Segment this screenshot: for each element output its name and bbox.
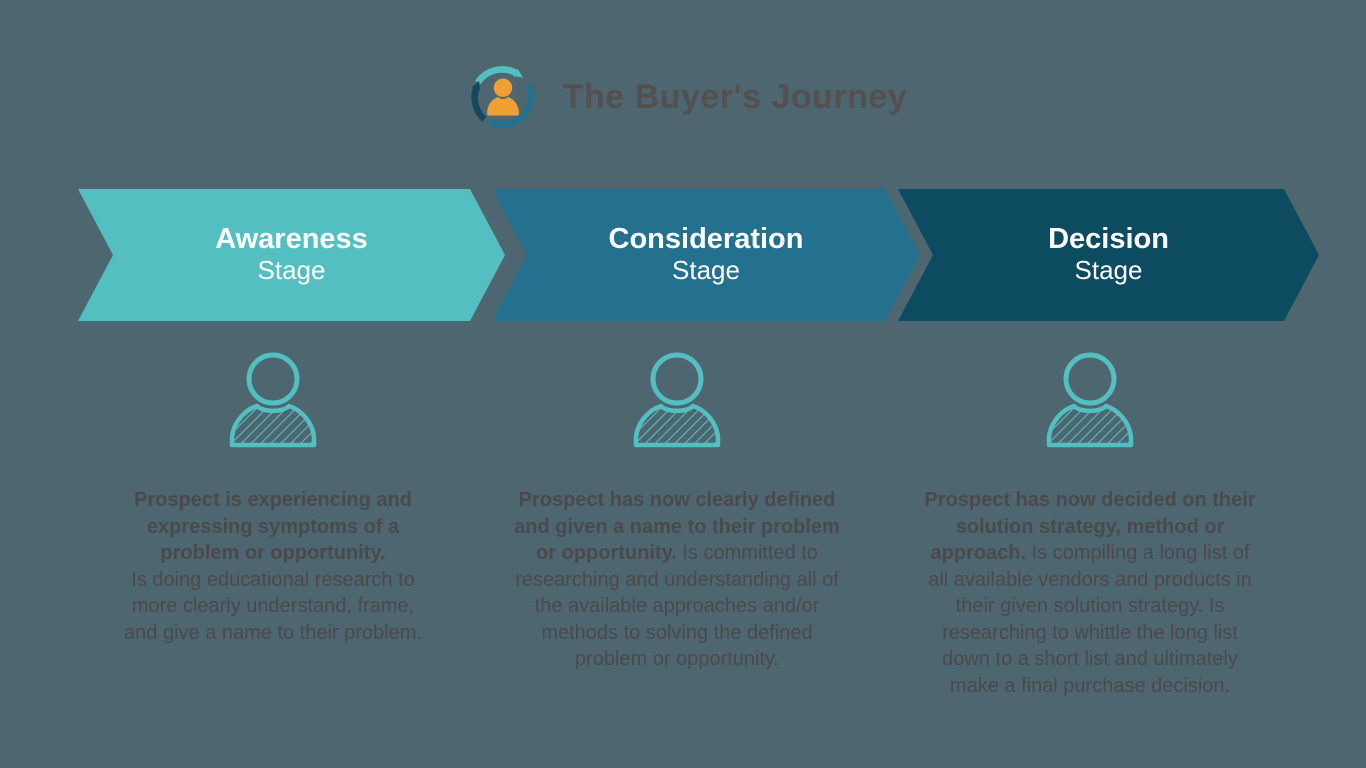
stage-description: Prospect has now decided on their soluti… (900, 487, 1280, 699)
stage-arrow-band: Awareness Stage Consideration Stage Deci… (0, 189, 1366, 321)
cycle-arc-left (471, 80, 487, 122)
stage-subheading: Stage (1074, 255, 1143, 285)
description-bold: Prospect has now decided on their soluti… (924, 489, 1256, 564)
stage-heading: Consideration (608, 223, 804, 255)
decision-column: Prospect has now decided on their soluti… (900, 352, 1280, 699)
person-icon (486, 78, 519, 116)
person-hatched-icon (633, 352, 721, 448)
awareness-column: Prospect is experiencing and expressing … (83, 352, 463, 646)
stage-subheading: Stage (257, 255, 326, 285)
stage-description: Prospect is experiencing and expressing … (83, 487, 463, 646)
cycle-arc-right (486, 83, 535, 129)
stage-subheading: Stage (672, 255, 740, 285)
person-hatched-icon (1046, 352, 1134, 448)
description-rest: Is doing educational research to more cl… (124, 568, 422, 644)
consideration-column: Prospect has now clearly defined and giv… (487, 352, 867, 673)
stage-arrow-consideration: Consideration Stage (492, 189, 920, 321)
description-rest: Is compiling a long list of all availabl… (928, 542, 1252, 697)
page-title: The Buyer's Journey (562, 77, 908, 116)
stage-description: Prospect has now clearly defined and giv… (487, 487, 867, 673)
cycle-arc-top (474, 66, 523, 85)
cycle-arrows-person-icon (471, 66, 535, 129)
description-bold: Prospect is experiencing and expressing … (134, 489, 412, 564)
description-bold: Prospect has now clearly defined and giv… (514, 489, 840, 564)
stage-arrow-decision: Decision Stage (898, 189, 1319, 321)
stage-heading: Awareness (215, 223, 368, 255)
stage-arrow-awareness: Awareness Stage (78, 189, 505, 321)
description-rest: Is committed to researching and understa… (515, 542, 839, 670)
header: The Buyer's Journey (0, 42, 1366, 152)
stage-heading: Decision (1048, 223, 1169, 255)
person-hatched-icon (229, 352, 317, 448)
